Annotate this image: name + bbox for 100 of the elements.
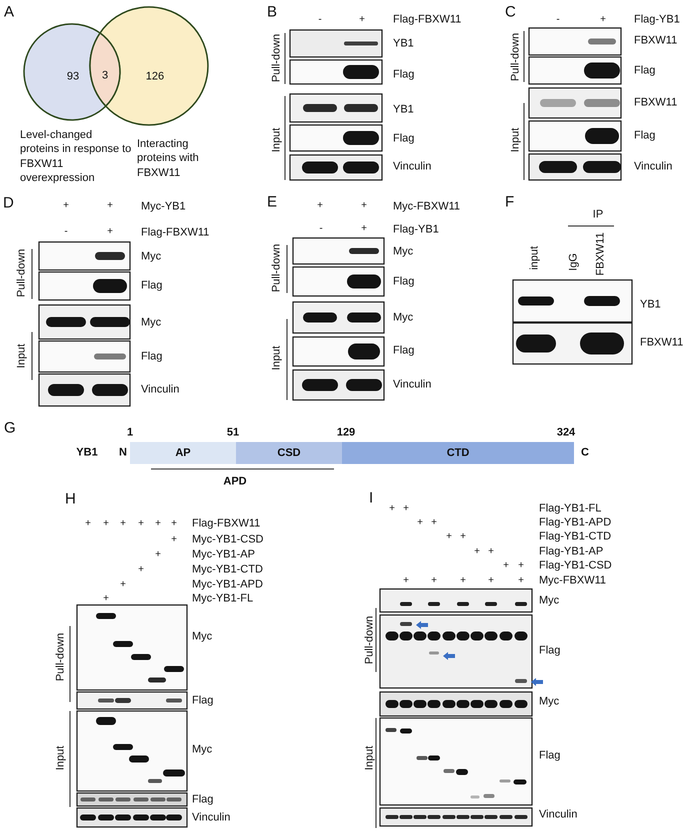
panel-letter: E (267, 194, 278, 210)
region-label: APD (223, 476, 247, 488)
band-label: Flag (634, 66, 656, 76)
terminus-label: C (581, 448, 589, 458)
band-label: Myc (192, 632, 212, 642)
condition-mark: + (389, 504, 395, 514)
construct-label: Myc-FBXW11 (539, 576, 606, 586)
condition-mark: + (460, 576, 466, 586)
construct-label: Myc-YB1-APD (192, 580, 263, 590)
condition-mark: + (518, 561, 524, 571)
band-label: Myc (141, 252, 162, 262)
condition-mark: + (138, 565, 144, 575)
panel-letter: C (505, 4, 516, 20)
band-label: Flag (393, 276, 414, 288)
band-label: Flag (539, 646, 560, 656)
group-label: Input (272, 128, 282, 152)
band-label: Flag (539, 750, 560, 762)
condition-mark: + (63, 201, 69, 211)
condition-mark: + (317, 201, 323, 211)
band-label: FBXW11 (634, 98, 678, 108)
band-label: Flag (393, 70, 414, 80)
band-label: Myc (393, 246, 414, 258)
group-label: Input (510, 128, 522, 152)
panel-letter: F (505, 194, 514, 210)
construct-label: Myc-YB1 (141, 202, 186, 212)
construct-label: Flag-YB1 (393, 224, 439, 236)
construct-label: Flag-FBXW11 (141, 228, 210, 238)
band-label: Flag (393, 134, 414, 144)
condition-mark: + (85, 519, 91, 529)
condition-mark: + (171, 535, 177, 545)
overlap-region (90, 33, 120, 106)
band-label: YB1 (640, 300, 661, 310)
construct-label: Flag-YB1-FL (539, 504, 602, 514)
condition-mark: + (446, 532, 452, 542)
lane-label: IgG (568, 253, 580, 271)
domain-segment: AP (130, 442, 236, 464)
residue-number: 1 (126, 428, 134, 438)
band-label: Vinculin (141, 384, 180, 396)
band-label: FBXW11 (634, 36, 678, 46)
construct-label: Myc-YB1-FL (192, 594, 254, 604)
residue-number: 129 (336, 428, 356, 438)
group-label: Input (364, 746, 376, 770)
group-label: Pull-down (16, 248, 28, 298)
condition-mark: + (361, 201, 367, 211)
count-number: 93 (66, 72, 80, 82)
group-label: Input (56, 746, 66, 770)
group-label: Input (272, 346, 282, 370)
condition-mark: + (474, 547, 480, 557)
construct-label: Flag-YB1-CTD (539, 532, 612, 542)
panel-letter: D (3, 196, 14, 210)
construct-label: Flag-YB1-AP (539, 546, 604, 558)
condition-mark: + (488, 547, 494, 557)
band-label: Myc (393, 312, 414, 324)
band-label: Myc (539, 696, 560, 708)
band-label: Vinculin (393, 162, 432, 172)
band-label: Flag (141, 352, 162, 362)
condition-mark: + (403, 576, 409, 586)
construct-label: Myc-YB1-CTD (192, 564, 263, 576)
band-label: Myc (141, 318, 162, 328)
group-label: Pull-down (510, 32, 522, 82)
panel-letter: G (4, 420, 16, 436)
terminus-label: N (119, 448, 127, 458)
count-number: 126 (146, 72, 164, 82)
condition-mark: + (120, 519, 126, 529)
construct-label: Flag-YB1 (634, 14, 680, 26)
condition-mark: + (155, 519, 161, 529)
band-label: Flag (393, 346, 414, 356)
condition-mark: + (107, 201, 113, 211)
condition-mark: + (138, 519, 144, 529)
condition-mark: + (155, 550, 161, 560)
panel-letter: B (267, 4, 278, 20)
group-label: Pull-down (272, 244, 282, 292)
band-label: Flag (192, 794, 214, 806)
condition-mark: + (431, 576, 437, 586)
condition-mark: - (556, 15, 560, 25)
condition-mark: + (171, 519, 177, 529)
band-label: Vinculin (393, 380, 432, 390)
band-label: YB1 (393, 38, 414, 50)
condition-mark: + (359, 15, 365, 25)
band-label: Myc (539, 596, 560, 606)
condition-mark: + (431, 518, 437, 528)
condition-mark: + (107, 227, 113, 237)
band-label: YB1 (393, 104, 414, 116)
construct-label: Flag-YB1-CSD (539, 560, 612, 572)
count-number: 3 (102, 70, 108, 82)
construct-label: Myc-YB1-AP (192, 550, 255, 560)
condition-mark: + (103, 594, 109, 604)
construct-label: Flag-FBXW11 (393, 14, 462, 26)
domain-segment: CTD (342, 442, 574, 464)
lane-label: input (530, 246, 540, 270)
group-label: Pull-down (56, 632, 66, 682)
domain-segment: CSD (236, 442, 342, 464)
construct-label: Flag-YB1-APD (539, 518, 612, 528)
residue-number: 51 (226, 428, 240, 438)
venn-caption: Level-changed proteins in response to FBXW11 overexpression (20, 128, 132, 186)
condition-mark: + (417, 518, 423, 528)
band-label: FBXW11 (640, 338, 684, 348)
condition-mark: + (361, 224, 367, 234)
band-label: Flag (634, 130, 656, 142)
band-label: Myc (192, 744, 212, 756)
